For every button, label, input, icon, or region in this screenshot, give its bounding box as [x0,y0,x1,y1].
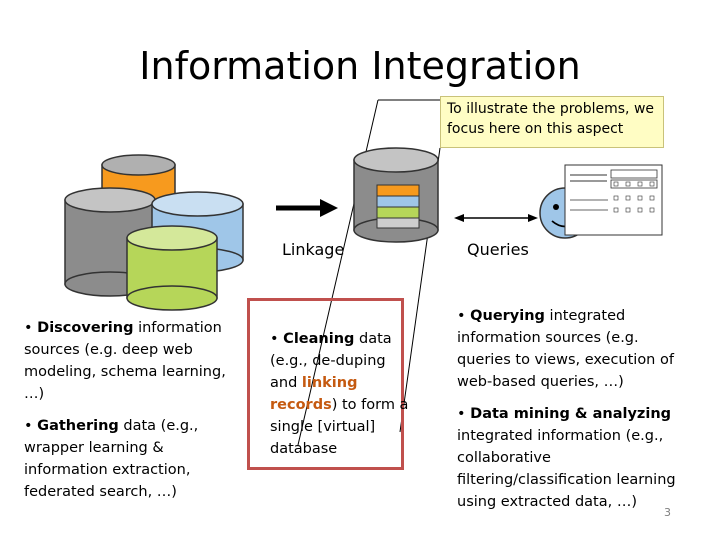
discovering-line-2: sources (e.g. deep web [24,342,193,358]
gathering-line-2: wrapper learning & [24,440,164,456]
bullet: • [24,418,33,434]
data-mining-line-4: using extracted data, …) [457,494,637,510]
data-mining-paragraph: • Data mining & analyzing integrated inf… [457,403,697,513]
bullet: • [457,308,466,324]
data-mining-line-1: integrated information (e.g., [457,428,664,444]
bullet: • [457,406,466,422]
records-highlight: records [270,397,332,413]
callout-note: To illustrate the problems, we focus her… [440,96,664,148]
querying-line-1: integrated [544,308,626,324]
discovering-paragraph: • Discovering information sources (e.g. … [24,317,239,405]
query-form-icon [564,164,663,236]
callout-line-2: focus here on this aspect [447,121,624,137]
linking-highlight: linking [301,375,358,391]
cleaning-line-2: (e.g., de-duping [270,353,386,369]
querying-paragraph: • Querying integrated information source… [457,305,697,393]
querying-line-3: queries to views, execution of [457,352,674,368]
cleaning-bold: Cleaning [283,331,355,347]
data-mining-line-3: filtering/classification learning [457,472,676,488]
slide-number: 3 [664,506,671,519]
querying-line-4: web-based queries, …) [457,374,624,390]
discovering-line-1: information [133,320,222,336]
analyzing-bold: analyzing [592,406,672,422]
cleaning-line-3: and [270,375,302,391]
gathering-paragraph: • Gathering data (e.g., wrapper learning… [24,415,239,503]
cleaning-box [247,298,404,470]
cleaning-line-1: data [354,331,392,347]
right-arrow-icon [276,199,338,217]
cleaning-line-4: ) to form a [331,397,409,413]
gathering-line-3: information extraction, [24,462,191,478]
slide-title: Information Integration [139,44,581,88]
querying-bold: Querying [470,308,545,324]
discovering-line-4: …) [24,386,45,402]
linkage-label: Linkage [282,240,345,259]
bullet: • [270,331,279,347]
green-database-icon [126,225,218,311]
cleaning-paragraph: • Cleaning data (e.g., de-duping and lin… [270,328,420,460]
integrated-database-icon [353,147,439,243]
cleaning-line-5: single [virtual] [270,419,376,435]
ampersand: & [569,406,593,422]
gathering-line-4: federated search, …) [24,484,177,500]
double-arrow-icon [454,214,538,222]
data-mining-bold: Data mining [470,406,570,422]
cleaning-line-6: database [270,441,338,457]
gathering-line-1: data (e.g., [118,418,199,434]
data-mining-line-2: collaborative [457,450,551,466]
gathering-bold: Gathering [37,418,119,434]
discovering-bold: Discovering [37,320,134,336]
callout-line-1: To illustrate the problems, we [447,101,655,117]
querying-line-2: information sources (e.g. [457,330,639,346]
queries-label: Queries [467,240,529,259]
bullet: • [24,320,33,336]
discovering-line-3: modeling, schema learning, [24,364,226,380]
